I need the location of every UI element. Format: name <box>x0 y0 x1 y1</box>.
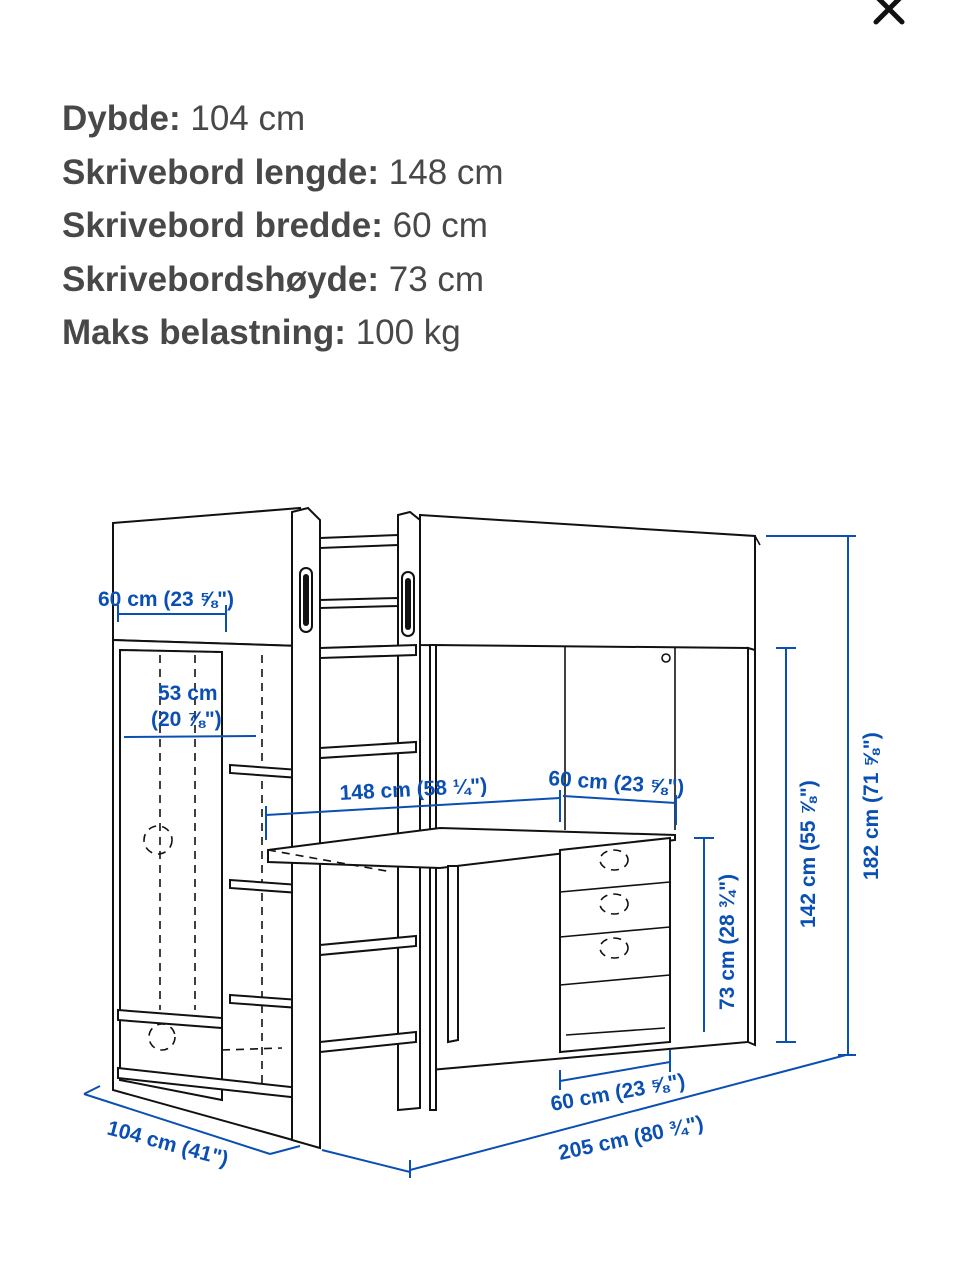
back-panel <box>419 513 756 652</box>
ladder-step <box>319 1030 417 1054</box>
ladder-step <box>319 643 417 660</box>
dim-underbed-height: 142 cm (55 ⅞") <box>797 780 820 928</box>
dim-inner-width-in: (20 ⅞") <box>151 708 222 731</box>
drawer-handle <box>599 937 629 959</box>
left-front-post <box>291 506 321 1150</box>
screw-hole <box>661 653 671 663</box>
close-icon <box>873 0 905 25</box>
dashed-knob <box>143 825 173 855</box>
spec-desk-length: Skrivebord lengde: 148 cm <box>62 152 504 192</box>
drawer-handle <box>599 893 629 915</box>
desk-top <box>267 826 676 870</box>
spec-max-load: Maks belastning: 100 kg <box>62 313 461 352</box>
dim-wardrobe-width: 60 cm (23 ⅝") <box>98 588 234 611</box>
specifications-list: Dybde: 104 cm Skrivebord lengde: 148 cm … <box>62 92 504 360</box>
ladder-step <box>319 740 417 760</box>
spec-desk-height: Skrivebordshøyde: 73 cm <box>62 259 485 299</box>
spec-desk-width: Skrivebord bredde: 60 cm <box>62 206 488 245</box>
ladder-rail-right <box>397 510 421 1112</box>
dim-desk-height: 73 cm (28 ¾") <box>716 874 739 1010</box>
dim-inner-width-cm: 53 cm <box>158 682 218 705</box>
drawer-handle <box>599 849 629 871</box>
close-button[interactable] <box>866 0 912 32</box>
right-back-leg <box>747 646 756 1047</box>
dim-drawer-width: 60 cm (23 ⅝") <box>549 1070 687 1116</box>
dim-total-depth: 104 cm (41") <box>105 1117 231 1171</box>
spec-depth: Dybde: 104 cm <box>62 99 306 138</box>
left-end-panel <box>112 506 301 648</box>
dim-total-height: 182 cm (71 ⅝") <box>860 732 883 880</box>
dim-total-length: 205 cm (80 ¾") <box>556 1112 705 1165</box>
loft-bed-dimension-drawing: 60 cm (23 ⅝") 53 cm (20 ⅞") 148 cm (58 ¼… <box>83 506 883 1178</box>
desk-leg-panel <box>447 865 459 1044</box>
ladder-step <box>319 934 417 957</box>
